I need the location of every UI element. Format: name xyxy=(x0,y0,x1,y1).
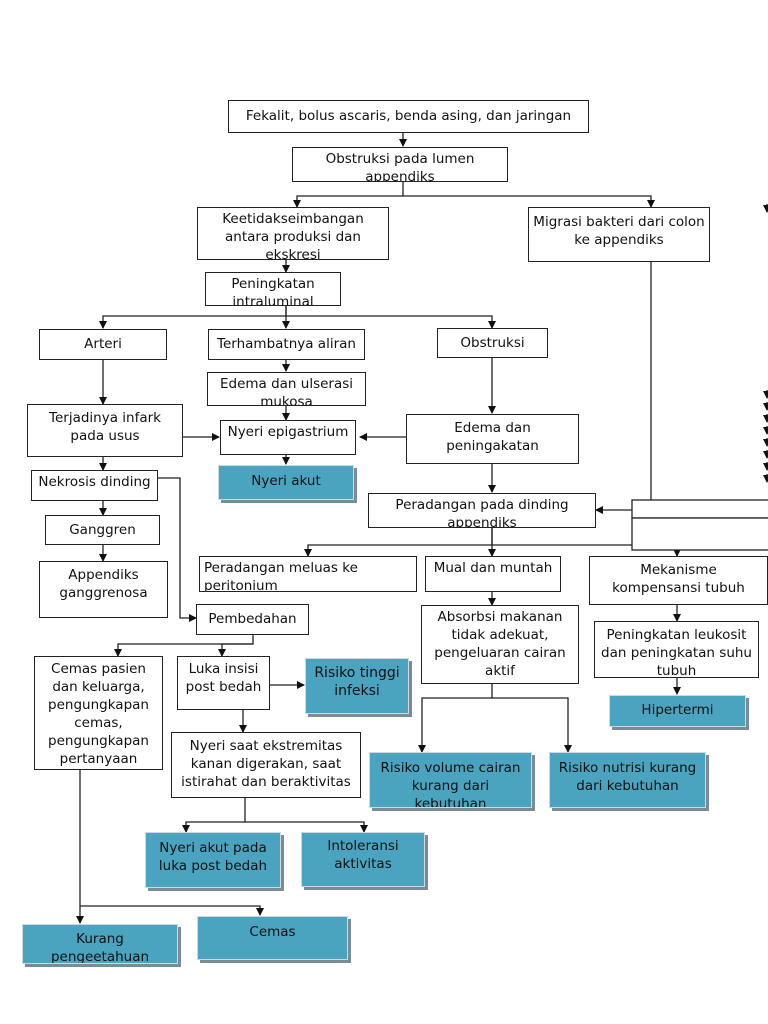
node-nyeri-ekstremitas: Nyeri saat ekstremitas kanan digerakan, … xyxy=(171,732,361,798)
diagnosis-intoleransi-aktivitas: Intoleransi aktivitas xyxy=(301,832,425,887)
node-peradangan-dinding: Peradangan pada dinding appendiks xyxy=(368,493,596,528)
node-luka-insisi: Luka insisi post bedah xyxy=(177,656,270,710)
diagnosis-nyeri-akut-post-bedah-label: Nyeri akut pada luka post bedah xyxy=(158,840,268,874)
node-ganggren: Ganggren xyxy=(45,515,160,545)
node-infark: Terjadinya infark pada usus xyxy=(27,404,183,457)
edge-28-31 xyxy=(182,798,246,833)
node-mekanisme-kompensasi: Mekanisme kompensansi tubuh xyxy=(589,556,768,605)
node-penyebab: Fekalit, bolus ascaris, benda asing, dan… xyxy=(228,100,589,133)
node-peningkatan-label: Peningkatan intraluminal xyxy=(231,276,315,306)
node-arteri-label: Arteri xyxy=(84,336,122,352)
node-cemas-pasien: Cemas pasien dan keluarga, pengungkapan … xyxy=(34,656,163,770)
node-cemas-pasien-label: Cemas pasien dan keluarga, pengungkapan … xyxy=(48,661,149,767)
node-obstruksi-label: Obstruksi xyxy=(460,335,525,351)
node-appendiks-ganggrenosa: Appendiks ganggrenosa xyxy=(39,561,168,618)
node-edema-ulserasi-label: Edema dan ulserasi mukosa xyxy=(219,376,354,406)
diagnosis-cemas-label: Cemas xyxy=(249,924,296,940)
edge-22-29 xyxy=(418,684,493,753)
node-nyeri: Nyeri epigastrium xyxy=(220,420,356,455)
diagnosis-risiko-infeksi-label: Risiko tinggi infeksi xyxy=(314,665,400,699)
node-peningkatan: Peningkatan intraluminal xyxy=(205,272,341,306)
node-appendiks-ganggrenosa-label: Appendiks ganggrenosa xyxy=(59,567,148,601)
diagnosis-cemas: Cemas xyxy=(197,916,348,960)
node-peningkatan-leukosit: Peningkatan leukosit dan peningkatan suh… xyxy=(594,621,759,678)
node-penyebab-label: Fekalit, bolus ascaris, benda asing, dan… xyxy=(245,108,572,124)
right-box-fragment-2 xyxy=(631,517,768,551)
edge-22-30 xyxy=(492,697,572,753)
node-terhambatnya-aliran: Terhambatnya aliran xyxy=(208,329,365,360)
node-obstruksi-lumen-label: Obstruksi pada lumen appendiks xyxy=(325,151,475,182)
diagnosis-hipertermi-label: Hipertermi xyxy=(641,702,714,718)
diagnosis-kurang-pengetahuan: Kurang pengeetahuan xyxy=(22,924,178,964)
edge-4-15 xyxy=(595,262,652,514)
node-peradangan-meluas-label: Peradangan meluas ke peritonium xyxy=(204,560,358,592)
diagnosis-nyeri-akut-post-bedah: Nyeri akut pada luka post bedah xyxy=(145,832,281,888)
diagnosis-kurang-pengetahuan-label: Kurang pengeetahuan xyxy=(50,931,150,964)
diagnosis-nyeri-akut: Nyeri akut xyxy=(218,465,354,500)
node-luka-insisi-label: Luka insisi post bedah xyxy=(185,661,262,695)
node-obstruksi: Obstruksi xyxy=(437,328,548,358)
edge-15-18 xyxy=(304,528,493,557)
diagnosis-hipertermi: Hipertermi xyxy=(609,695,746,727)
diagnosis-nyeri-akut-label: Nyeri akut xyxy=(251,473,321,489)
edge-2-4 xyxy=(403,195,655,208)
edge-24-34 xyxy=(80,905,264,916)
node-absorbsi: Absorbsi makanan tidak adekuat, pengelua… xyxy=(421,605,579,684)
node-infark-label: Terjadinya infark pada usus xyxy=(49,410,161,444)
node-peradangan-dinding-label: Peradangan pada dinding appendiks xyxy=(395,497,569,528)
edge-2-3 xyxy=(293,182,404,208)
node-edema-peningakatan-label: Edema dan peningakatan xyxy=(446,420,539,454)
connectors xyxy=(76,133,768,924)
node-ganggren-label: Ganggren xyxy=(69,522,136,538)
node-pembedahan: Pembedahan xyxy=(196,604,309,635)
diagnosis-risiko-nutrisi: Risiko nutrisi kurang dari kebutuhan xyxy=(549,752,706,808)
node-mekanisme-kompensasi-label: Mekanisme kompensansi tubuh xyxy=(612,562,745,596)
node-arteri: Arteri xyxy=(39,329,167,360)
node-ketidakseimbangan-label: Keetidakseimbangan antara produksi dan e… xyxy=(222,211,364,260)
diagnosis-risiko-volume-cairan: Risiko volume cairan kurang dari kebutuh… xyxy=(369,752,532,808)
diagnosis-risiko-infeksi: Risiko tinggi infeksi xyxy=(305,658,409,714)
diagnosis-risiko-nutrisi-label: Risiko nutrisi kurang dari kebutuhan xyxy=(558,760,697,794)
node-pembedahan-label: Pembedahan xyxy=(208,611,297,627)
node-peningkatan-leukosit-label: Peningkatan leukosit dan peningkatan suh… xyxy=(601,627,752,678)
diagnosis-risiko-volume-cairan-label: Risiko volume cairan kurang dari kebutuh… xyxy=(380,760,521,808)
node-obstruksi-lumen: Obstruksi pada lumen appendiks xyxy=(292,147,508,182)
edge-21-24 xyxy=(114,635,254,657)
node-peradangan-meluas: Peradangan meluas ke peritonium xyxy=(199,556,417,592)
edge-5-8 xyxy=(286,315,496,329)
node-nekrosis-label: Nekrosis dinding xyxy=(38,474,151,490)
node-nyeri-label: Nyeri epigastrium xyxy=(227,424,349,440)
right-box-fragment-1 xyxy=(631,499,768,519)
node-mual-muntah: Mual dan muntah xyxy=(425,556,561,592)
node-nekrosis: Nekrosis dinding xyxy=(31,470,158,501)
node-absorbsi-label: Absorbsi makanan tidak adekuat, pengelua… xyxy=(434,609,566,679)
node-terhambatnya-aliran-label: Terhambatnya aliran xyxy=(217,336,356,352)
node-nyeri-ekstremitas-label: Nyeri saat ekstremitas kanan digerakan, … xyxy=(181,738,351,790)
edge-5-6 xyxy=(99,306,287,329)
edge-21-25 xyxy=(218,643,253,657)
node-mual-muntah-label: Mual dan muntah xyxy=(433,560,553,576)
node-migrasi-bakteri-label: Migrasi bakteri dari colon ke appendiks xyxy=(533,214,705,248)
node-migrasi-bakteri: Migrasi bakteri dari colon ke appendiks xyxy=(528,207,710,262)
node-edema-ulserasi: Edema dan ulserasi mukosa xyxy=(207,372,366,406)
diagnosis-intoleransi-aktivitas-label: Intoleransi aktivitas xyxy=(327,838,399,872)
edge-28-32 xyxy=(245,821,368,833)
node-ketidakseimbangan: Keetidakseimbangan antara produksi dan e… xyxy=(197,207,389,260)
edge-14-21 xyxy=(158,477,197,622)
node-edema-peningakatan: Edema dan peningakatan xyxy=(406,414,579,464)
